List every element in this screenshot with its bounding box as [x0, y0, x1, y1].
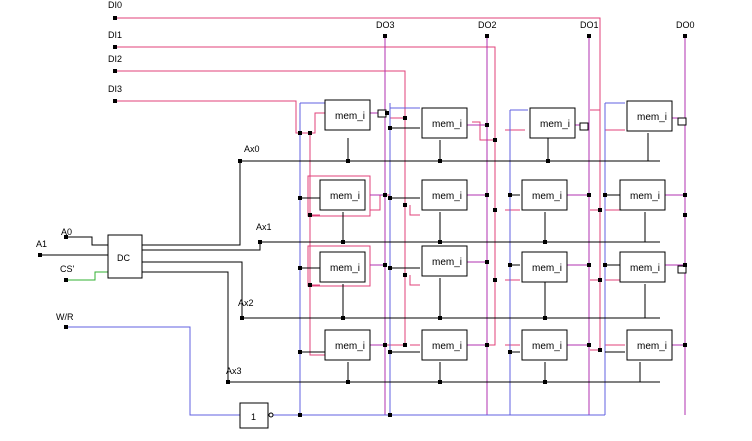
svg-text:mem_i: mem_i: [432, 257, 462, 268]
memory-cell-r2c0[interactable]: mem_i: [319, 251, 366, 283]
memory-cell-r2c2[interactable]: mem_i: [521, 251, 568, 283]
write-wires: [66, 102, 625, 416]
memory-cell-r0c1[interactable]: mem_i: [421, 107, 468, 139]
memory-cell-r3c3[interactable]: mem_i: [626, 329, 673, 361]
svg-text:mem_i: mem_i: [432, 191, 462, 202]
label-di1: DI1: [108, 30, 122, 40]
svg-text:mem_i: mem_i: [630, 191, 660, 202]
decoder: DC: [107, 234, 143, 279]
svg-text:mem_i: mem_i: [432, 341, 462, 352]
cs-wire: [66, 271, 108, 281]
memory-cell-r2c1[interactable]: mem_i: [421, 245, 468, 277]
memory-cell-r3c0[interactable]: mem_i: [324, 329, 371, 361]
label-ax3: Ax3: [226, 366, 242, 376]
label-a0: A0: [61, 227, 72, 237]
label-do2: DO2: [478, 20, 497, 30]
label-do0: DO0: [676, 20, 695, 30]
memory-cell-r1c0[interactable]: mem_i: [319, 179, 366, 211]
svg-text:mem_i: mem_i: [637, 341, 667, 352]
memory-cell-r0c0[interactable]: mem_i: [324, 99, 371, 131]
data-output-wires: [370, 36, 686, 415]
label-ax0: Ax0: [244, 144, 260, 154]
svg-text:mem_i: mem_i: [532, 341, 562, 352]
label-ax1: Ax1: [256, 222, 272, 232]
output-latches: [377, 109, 687, 274]
write-buffer: 1: [239, 402, 274, 429]
label-cs: CS': [60, 264, 75, 274]
labels: DI0 DI1 DI2 DI3 A0 A1 CS' W/R DO3 DO2 DO…: [36, 0, 695, 376]
memory-cell-r1c3[interactable]: mem_i: [619, 179, 666, 211]
label-a1: A1: [36, 239, 47, 249]
memory-cell-r0c3[interactable]: mem_i: [626, 100, 673, 132]
label-do3: DO3: [376, 20, 395, 30]
junction-dots: [38, 16, 687, 417]
svg-text:mem_i: mem_i: [540, 119, 570, 130]
svg-text:mem_i: mem_i: [330, 263, 360, 274]
memory-cell-r1c2[interactable]: mem_i: [521, 179, 568, 211]
svg-text:mem_i: mem_i: [330, 191, 360, 202]
label-di3: DI3: [108, 84, 122, 94]
memory-cell-r2c3[interactable]: mem_i: [619, 251, 666, 283]
label-do1: DO1: [580, 20, 599, 30]
decoder-label: DC: [117, 253, 130, 263]
buffer-label: 1: [251, 412, 256, 422]
memory-cell-r0c2[interactable]: mem_i: [529, 107, 576, 139]
memory-cell-r3c1[interactable]: mem_i: [421, 329, 468, 361]
svg-text:mem_i: mem_i: [335, 341, 365, 352]
svg-text:mem_i: mem_i: [532, 263, 562, 274]
label-di0: DI0: [108, 0, 122, 10]
label-wr: W/R: [56, 312, 74, 322]
svg-text:mem_i: mem_i: [335, 111, 365, 122]
label-di2: DI2: [108, 54, 122, 64]
svg-text:mem_i: mem_i: [532, 191, 562, 202]
svg-text:mem_i: mem_i: [637, 112, 667, 123]
label-ax2: Ax2: [238, 298, 254, 308]
svg-text:mem_i: mem_i: [630, 263, 660, 274]
memory-cells: mem_i mem_i mem_i mem_i mem_i mem_i mem_…: [319, 99, 673, 361]
svg-text:mem_i: mem_i: [432, 119, 462, 130]
memory-cell-r3c2[interactable]: mem_i: [521, 329, 568, 361]
memory-cell-r1c1[interactable]: mem_i: [421, 179, 468, 211]
